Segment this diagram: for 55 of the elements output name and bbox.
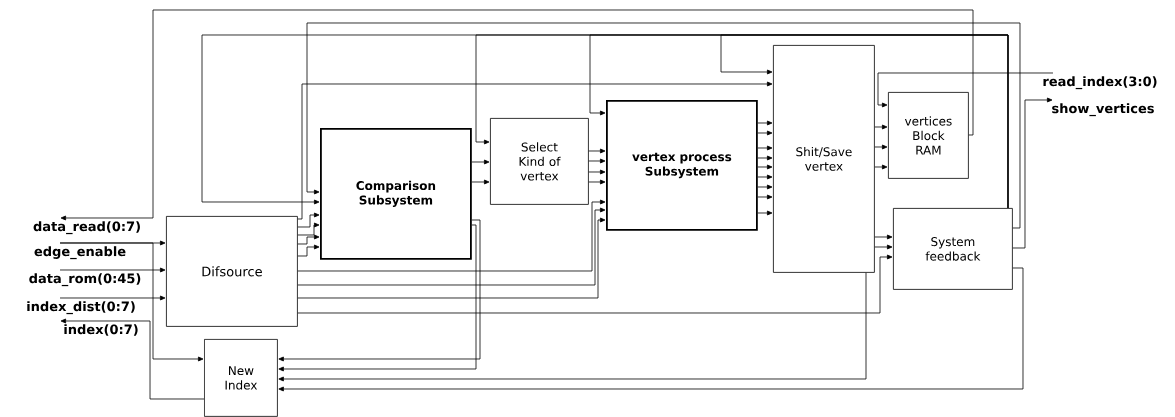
arrow <box>757 130 773 136</box>
arrow <box>757 184 773 190</box>
arrow <box>297 254 893 314</box>
arrow <box>757 164 773 170</box>
arrow <box>278 267 1024 392</box>
arrow <box>60 318 205 400</box>
signal-label: show_vertices <box>1052 103 1154 117</box>
arrow <box>874 144 888 150</box>
arrow <box>588 179 606 185</box>
block-box: Difsource <box>166 216 298 327</box>
arrow <box>297 244 320 257</box>
arrow <box>874 244 893 250</box>
arrow <box>874 234 893 240</box>
arrow <box>757 155 773 161</box>
arrow <box>278 272 867 382</box>
arrow <box>297 234 320 245</box>
signal-label: index_dist(0:7) <box>27 301 135 315</box>
signal-label: data_rom(0:45) <box>29 273 141 287</box>
arrow <box>757 145 773 151</box>
arrow <box>297 81 773 220</box>
block-box: vertex process Subsystem <box>606 100 758 231</box>
block-box: vertices Block RAM <box>888 92 969 179</box>
block-box: Select Kind of vertex <box>490 118 589 205</box>
block-box: System feedback <box>893 208 1013 290</box>
arrow <box>59 267 166 273</box>
arrow <box>471 159 490 165</box>
block-box: Shit/Save vertex <box>773 45 875 273</box>
block-box: Comparison Subsystem <box>320 128 472 260</box>
arrow <box>874 164 888 170</box>
arrow <box>297 217 606 299</box>
arrow <box>297 212 320 228</box>
arrow <box>757 120 773 126</box>
block-box: New Index <box>204 339 278 417</box>
signal-label: data_read(0:7) <box>33 221 140 235</box>
arrow <box>874 124 888 130</box>
signal-label: index(0:7) <box>64 324 138 336</box>
arrow <box>59 295 166 301</box>
arrow <box>877 72 1054 108</box>
arrow <box>297 222 320 236</box>
arrow <box>757 174 773 180</box>
arrow <box>588 158 606 164</box>
signal-label: read_index(3:0) <box>1043 76 1157 90</box>
arrow <box>757 194 773 200</box>
arrow <box>297 199 606 272</box>
arrow <box>59 242 204 362</box>
arrow <box>60 9 974 221</box>
signal-label: edge_enable <box>34 246 126 260</box>
arrow <box>588 148 606 154</box>
arrow <box>306 22 1021 229</box>
arrow <box>757 210 773 216</box>
arrow <box>1012 97 1053 249</box>
arrow <box>720 34 1009 209</box>
arrow <box>471 179 490 185</box>
arrow <box>297 207 606 286</box>
arrow <box>588 169 606 175</box>
